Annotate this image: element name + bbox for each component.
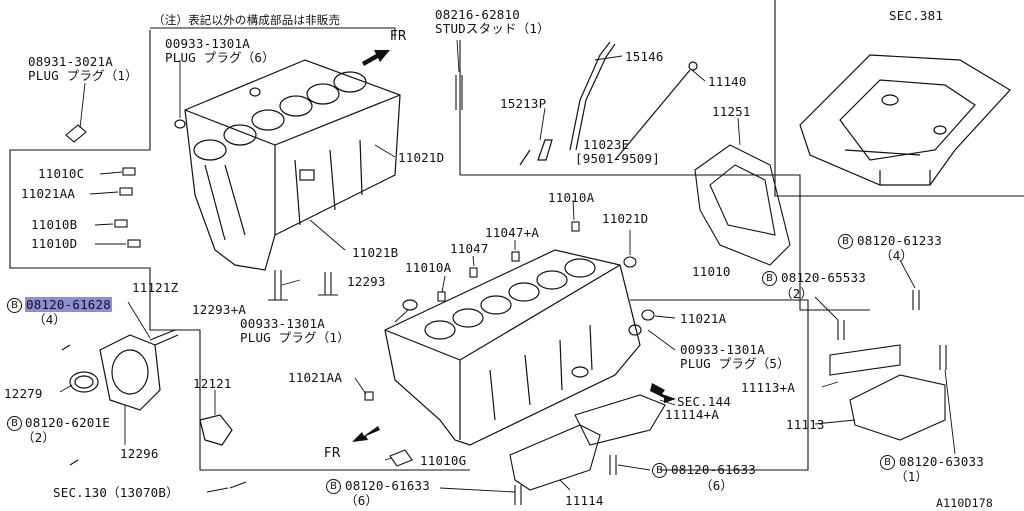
part-11121Z[interactable]: 11121Z <box>132 280 179 295</box>
part-11021A[interactable]: 11021A <box>680 311 727 326</box>
part-11023E-range: [9501-9509] <box>575 151 660 166</box>
part-00933-1301A-right[interactable]: 00933-1301A <box>680 342 765 357</box>
part-11113-plus-A[interactable]: 11113+A <box>741 380 796 395</box>
part-08120-6201E[interactable]: 08120-6201E <box>25 415 110 430</box>
note-text: （注）表記以外の構成部品は非販売 <box>153 13 341 27</box>
plug-1b-label: PLUG プラグ（1） <box>240 330 350 345</box>
part-08120-61633-right[interactable]: 08120-61633 <box>671 462 756 477</box>
bolt-mark-icon: B <box>838 234 853 249</box>
plug-6-label: PLUG プラグ（6） <box>165 50 275 65</box>
dipstick <box>519 41 698 166</box>
part-08120-61628[interactable]: 08120-61628 <box>25 297 112 312</box>
qty-2b: （2） <box>780 286 814 301</box>
gasket-11251 <box>694 144 791 266</box>
part-11021D-mid[interactable]: 11021D <box>602 211 649 226</box>
small-parts <box>65 75 655 489</box>
part-11010[interactable]: 11010 <box>692 264 731 279</box>
inset-frame <box>774 0 1024 197</box>
fr-label-bottom: FR <box>324 446 341 461</box>
qty-1: （1） <box>895 469 929 484</box>
leader-lines <box>59 39 956 493</box>
bolt-mark-icon: B <box>326 479 341 494</box>
part-11010B[interactable]: 11010B <box>31 217 78 232</box>
bolt-mark-icon: B <box>7 416 22 431</box>
part-11010A-top[interactable]: 11010A <box>548 190 595 205</box>
bolt-mark-icon: B <box>7 298 22 313</box>
part-11021AA-top[interactable]: 11021AA <box>21 186 76 201</box>
part-11010G[interactable]: 11010G <box>420 453 467 468</box>
sec-381-label[interactable]: SEC.381 <box>889 8 944 23</box>
qty-6b: （6） <box>345 493 379 508</box>
cylinder-block-lower <box>384 249 642 446</box>
bolt-mark-icon: B <box>762 271 777 286</box>
fr-arrows <box>352 50 676 442</box>
qty-2a: （2） <box>22 430 56 445</box>
part-11251[interactable]: 11251 <box>712 104 751 119</box>
part-00933-1301A-mid[interactable]: 00933-1301A <box>240 316 325 331</box>
part-12296[interactable]: 12296 <box>120 446 159 461</box>
part-08120-61233[interactable]: 08120-61233 <box>857 233 942 248</box>
part-11114-plus-A[interactable]: 11114+A <box>665 407 720 422</box>
part-08216-62810[interactable]: 08216-62810 <box>435 7 520 22</box>
bolt-mark-icon: B <box>880 455 895 470</box>
part-12279[interactable]: 12279 <box>4 386 43 401</box>
figure-id: A110D178 <box>936 496 993 510</box>
part-11021D-top[interactable]: 11021D <box>398 150 445 165</box>
part-11047[interactable]: 11047 <box>450 241 489 256</box>
part-12293-plus-A[interactable]: 12293+A <box>192 302 247 317</box>
baffle-plates <box>509 290 947 505</box>
oil-pan <box>799 54 1011 186</box>
sec-130-label[interactable]: SEC.130（13070B） <box>53 485 179 500</box>
part-08120-65533[interactable]: 08120-65533 <box>781 270 866 285</box>
part-00933-1301A-top[interactable]: 00933-1301A <box>165 36 250 51</box>
qty-4b: （4） <box>880 248 914 263</box>
part-15213P[interactable]: 15213P <box>500 96 547 111</box>
part-08931-3021A[interactable]: 08931-3021A <box>28 54 113 69</box>
note-frame <box>150 27 396 40</box>
plug-1-label: PLUG プラグ（1） <box>28 68 138 83</box>
plug-5-label: PLUG プラグ（5） <box>680 356 790 371</box>
part-08120-63033[interactable]: 08120-63033 <box>899 454 984 469</box>
rear-seal-parts <box>61 329 233 466</box>
lower-frame <box>460 174 870 311</box>
part-15146[interactable]: 15146 <box>625 49 664 64</box>
part-11021B[interactable]: 11021B <box>352 245 399 260</box>
sec-144-label[interactable]: SEC.144 <box>677 394 732 409</box>
part-11113[interactable]: 11113 <box>786 417 825 432</box>
qty-4a: （4） <box>33 312 67 327</box>
part-11010D[interactable]: 11010D <box>31 236 78 251</box>
part-12293[interactable]: 12293 <box>347 274 386 289</box>
part-08120-61633-left[interactable]: 08120-61633 <box>345 478 430 493</box>
part-11021AA-lower[interactable]: 11021AA <box>288 370 343 385</box>
fr-label-top: FR <box>390 29 407 44</box>
qty-6a: （6） <box>700 478 734 493</box>
part-11010A-mid[interactable]: 11010A <box>405 260 452 275</box>
bolt-mark-icon: B <box>652 463 667 478</box>
part-11047-plus-A[interactable]: 11047+A <box>485 225 540 240</box>
part-11114[interactable]: 11114 <box>565 493 604 508</box>
part-11140[interactable]: 11140 <box>708 74 747 89</box>
selected-part-highlight: 08120-61628 <box>25 297 112 312</box>
stud-label: STUDスタッド（1） <box>435 21 550 36</box>
cylinder-block-upper <box>174 59 401 271</box>
part-12121[interactable]: 12121 <box>193 376 232 391</box>
part-11010C[interactable]: 11010C <box>38 166 85 181</box>
part-11023E[interactable]: 11023E <box>583 137 630 152</box>
upper-block-frame <box>9 30 470 471</box>
